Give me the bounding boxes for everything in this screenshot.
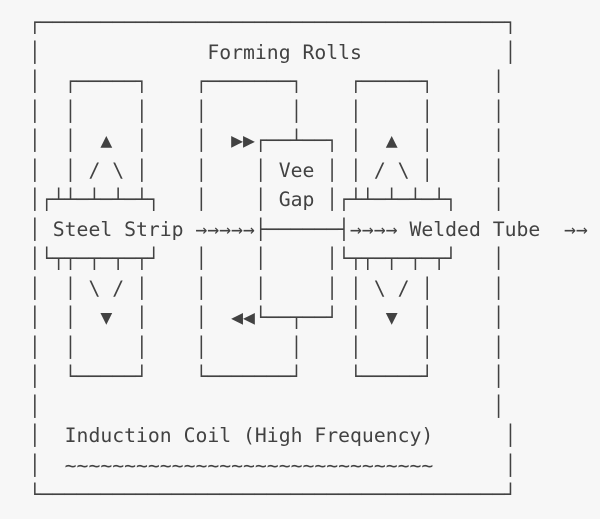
ascii-diagram: ┌───────────────────────────────────────… <box>29 11 588 506</box>
diagram-canvas: ┌───────────────────────────────────────… <box>29 11 588 506</box>
